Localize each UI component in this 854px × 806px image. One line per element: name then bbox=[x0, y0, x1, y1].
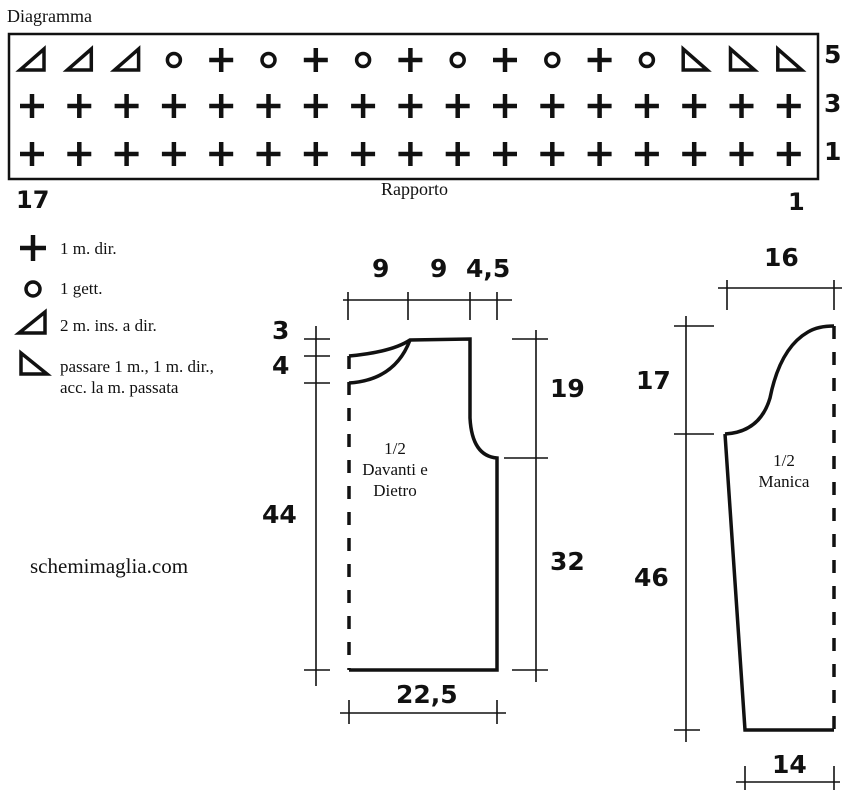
stitch-count-right: 1 bbox=[788, 188, 805, 216]
legend-plus-label: 1 m. dir. bbox=[60, 239, 117, 258]
sleeve-dim-cap-height: 17 bbox=[636, 366, 671, 395]
repeat-label: Rapporto bbox=[381, 179, 448, 199]
sleeve-dim-top-width: 16 bbox=[764, 243, 799, 272]
body-dim-neck-depth-back: 3 bbox=[272, 316, 290, 345]
plus-icon bbox=[587, 142, 612, 166]
plus-icon bbox=[67, 142, 92, 166]
plus-icon bbox=[682, 94, 707, 118]
plus-icon bbox=[634, 94, 659, 118]
left-triangle-icon bbox=[728, 45, 760, 72]
sleeve-dim-lower-height: 46 bbox=[634, 563, 669, 592]
right-triangle-icon bbox=[15, 45, 46, 72]
body-dim-lower-height: 32 bbox=[550, 547, 585, 576]
plus-icon bbox=[351, 94, 376, 118]
watermark-text: schemimaglia.com bbox=[30, 554, 189, 578]
plus-icon bbox=[398, 94, 423, 118]
plus-icon bbox=[776, 142, 801, 166]
sleeve-piece-label: 1/2 Manica bbox=[748, 450, 820, 492]
legend-plus-icon bbox=[20, 235, 46, 261]
body-dim-half-neck: 4,5 bbox=[466, 254, 511, 283]
plus-icon bbox=[351, 142, 376, 166]
plus-icon bbox=[114, 94, 139, 118]
plus-icon bbox=[209, 142, 234, 166]
body-dim-total-height: 44 bbox=[262, 500, 297, 529]
chart-grid-frame bbox=[7, 32, 820, 181]
plus-icon bbox=[398, 142, 423, 166]
plus-icon bbox=[303, 94, 328, 118]
plus-icon bbox=[209, 94, 234, 118]
stitch-count-left: 17 bbox=[16, 186, 50, 214]
plus-icon bbox=[256, 94, 281, 118]
body-dim-bottom-width: 22,5 bbox=[396, 680, 458, 709]
plus-icon bbox=[20, 142, 44, 166]
legend-skpo-label-line1: passare 1 m., 1 m. dir., bbox=[60, 357, 214, 376]
legend-left-triangle-icon bbox=[19, 349, 52, 376]
circle-icon bbox=[638, 51, 656, 69]
plus-icon bbox=[445, 142, 470, 166]
plus-icon bbox=[634, 142, 659, 166]
plus-icon bbox=[587, 48, 612, 72]
plus-icon bbox=[776, 94, 801, 118]
plus-icon bbox=[445, 94, 470, 118]
plus-icon bbox=[209, 48, 234, 72]
sleeve-label-line1: 1/2 bbox=[773, 451, 795, 470]
legend-circle-label: 1 gett. bbox=[60, 279, 103, 298]
sleeve-dim-bottom-width: 14 bbox=[772, 750, 807, 779]
circle-icon bbox=[260, 51, 277, 69]
body-dim-neck: 9 bbox=[430, 254, 448, 283]
body-dim-shoulder: 9 bbox=[372, 254, 390, 283]
left-triangle-icon bbox=[776, 45, 807, 72]
legend-k2tog-label: 2 m. ins. a dir. bbox=[60, 316, 157, 335]
plus-icon bbox=[493, 94, 517, 118]
plus-icon bbox=[256, 142, 281, 166]
body-label-line3: Dietro bbox=[373, 481, 417, 500]
circle-icon bbox=[544, 51, 561, 69]
circle-icon bbox=[165, 51, 183, 69]
plus-icon bbox=[493, 142, 517, 166]
body-piece-outline bbox=[347, 337, 499, 672]
sleeve-label-line2: Manica bbox=[758, 472, 810, 491]
body-piece-label: 1/2 Davanti e Dietro bbox=[360, 438, 430, 501]
body-label-line2: Davanti e bbox=[362, 460, 428, 479]
plus-icon bbox=[398, 48, 423, 72]
circle-icon bbox=[354, 51, 372, 69]
chart-symbols bbox=[15, 45, 807, 166]
row-number-5: 5 bbox=[824, 40, 842, 69]
body-dim-armhole-height: 19 bbox=[550, 374, 585, 403]
plus-icon bbox=[20, 94, 44, 118]
circle-icon bbox=[449, 51, 466, 69]
right-triangle-icon bbox=[109, 45, 141, 72]
plus-icon bbox=[67, 94, 92, 118]
plus-icon bbox=[161, 142, 186, 166]
left-triangle-icon bbox=[681, 45, 712, 72]
legend-skpo-label-line2: acc. la m. passata bbox=[60, 378, 179, 397]
sleeve-dimension-lines bbox=[674, 280, 842, 790]
plus-icon bbox=[114, 142, 139, 166]
plus-icon bbox=[303, 48, 328, 72]
plus-icon bbox=[303, 142, 328, 166]
plus-icon bbox=[161, 94, 186, 118]
legend-circle-icon bbox=[24, 280, 42, 298]
plus-icon bbox=[587, 94, 612, 118]
body-dim-neck-depth-front: 4 bbox=[272, 351, 290, 380]
row-number-1: 1 bbox=[824, 137, 842, 166]
plus-icon bbox=[729, 94, 754, 118]
body-label-line1: 1/2 bbox=[384, 439, 406, 458]
plus-icon bbox=[682, 142, 707, 166]
diagram-title: Diagramma bbox=[7, 6, 92, 26]
plus-icon bbox=[493, 48, 517, 72]
plus-icon bbox=[729, 142, 754, 166]
sleeve-piece-outline bbox=[723, 324, 836, 732]
body-dimension-lines bbox=[304, 292, 548, 724]
row-number-3: 3 bbox=[824, 89, 842, 118]
plus-icon bbox=[540, 142, 565, 166]
plus-icon bbox=[540, 94, 565, 118]
right-triangle-icon bbox=[62, 45, 94, 72]
legend-right-triangle-icon bbox=[14, 308, 47, 335]
